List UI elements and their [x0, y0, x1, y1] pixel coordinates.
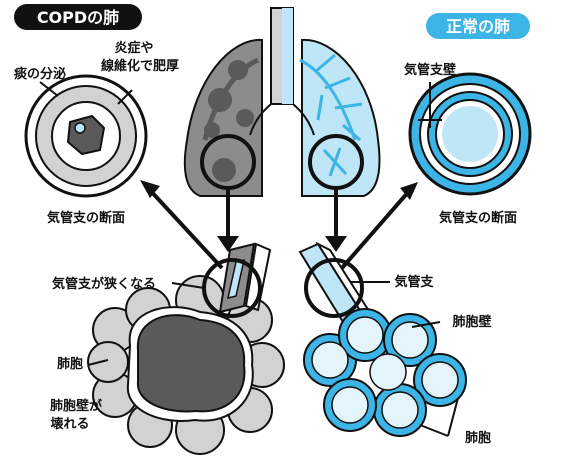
- copd-header-text: COPDの肺: [37, 8, 119, 27]
- normal-section-label: 気管支の断面: [439, 210, 517, 226]
- copd-bronchus-cross-section: [24, 74, 148, 198]
- alveolar-broken-label-2: 壊れる: [50, 416, 89, 432]
- down-arrows: [217, 190, 347, 252]
- bronchus-label: 気管支: [394, 274, 434, 290]
- normal-alveolus-label: 肺胞: [465, 430, 491, 446]
- copd-section-label: 気管支の断面: [47, 210, 125, 226]
- inflammation-label-2: 線維化で肥厚: [101, 58, 179, 74]
- inflammation-label-1: 炎症や: [114, 40, 153, 56]
- alveolar-broken-label-1: 肺胞壁が: [50, 398, 102, 414]
- lungs-illustration: [183, 7, 381, 197]
- normal-bronchus-cross-section: [408, 72, 532, 196]
- sputum-label: 痰の分泌: [14, 66, 66, 82]
- normal-header-badge: 正常の肺: [426, 13, 530, 39]
- copd-alveolus-label: 肺胞: [57, 356, 83, 372]
- diagonal-arrows: [140, 180, 418, 270]
- bronchus-narrowing-label: 気管支が狭くなる: [52, 276, 156, 292]
- copd-header-badge: COPDの肺: [14, 4, 142, 30]
- normal-header-text: 正常の肺: [446, 17, 510, 36]
- bronchial-wall-label: 気管支壁: [404, 62, 456, 78]
- alveolar-wall-label: 肺胞壁: [452, 314, 491, 330]
- normal-alveoli-cluster: [298, 241, 467, 437]
- copd-alveolus-cluster: [87, 242, 285, 455]
